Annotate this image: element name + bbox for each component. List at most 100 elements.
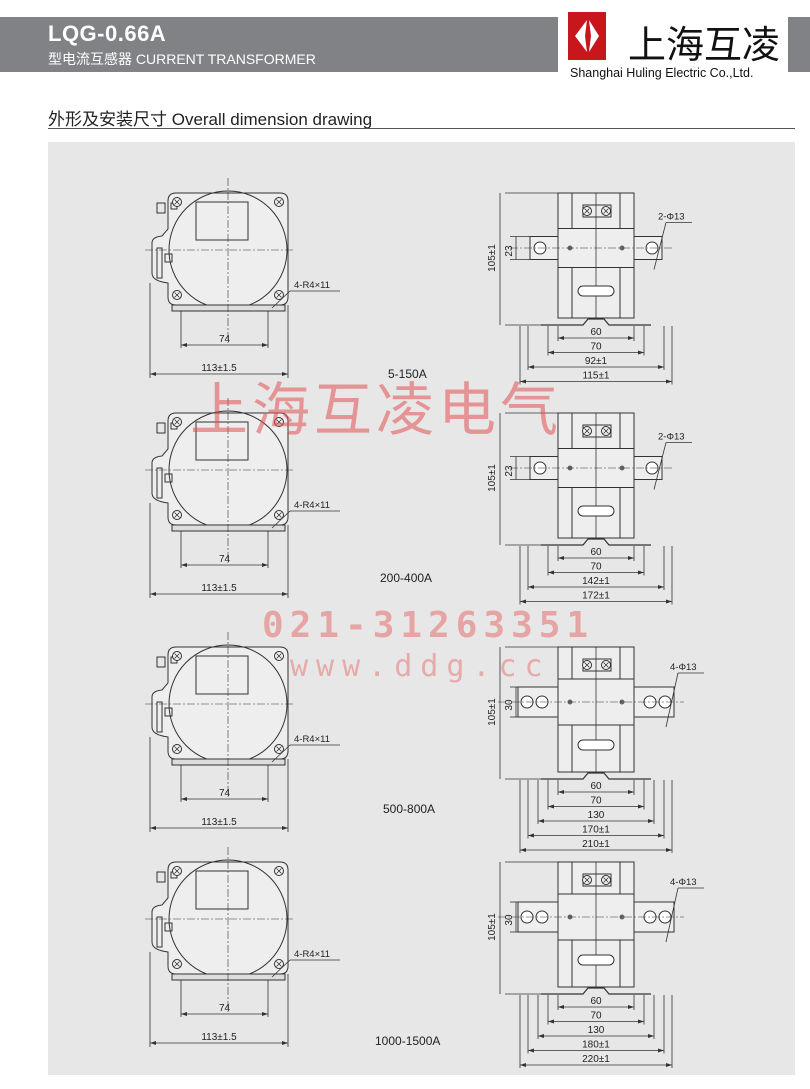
bar-dim-label: 23 bbox=[504, 465, 515, 477]
bar-dim-label: 30 bbox=[504, 699, 515, 711]
side-dim-1-label: 70 bbox=[590, 796, 602, 807]
current-range-label: 1000-1500A bbox=[375, 1034, 440, 1048]
height-dim-label: 105±1 bbox=[487, 244, 498, 272]
hole-callout: 4-Φ13 bbox=[670, 877, 697, 888]
base-bracket bbox=[541, 772, 651, 780]
base-bracket bbox=[541, 538, 651, 546]
screw-cross bbox=[603, 208, 609, 214]
screw-cross bbox=[174, 199, 180, 205]
side-dim-2-label: 130 bbox=[588, 1025, 605, 1036]
side-dim-1-label: 70 bbox=[590, 342, 602, 353]
nameplate-window bbox=[195, 201, 249, 241]
product-subtitle: 型电流互感器 CURRENT TRANSFORMER bbox=[48, 51, 316, 67]
screw-cross bbox=[603, 877, 609, 883]
screw-cross bbox=[603, 428, 609, 434]
screw-cross bbox=[603, 662, 609, 668]
screw-cross bbox=[174, 961, 180, 967]
height-dim-label: 105±1 bbox=[487, 698, 498, 726]
screw-cross bbox=[174, 868, 180, 874]
side-dim-2-label: 92±1 bbox=[585, 356, 608, 367]
nameplate-window bbox=[195, 655, 249, 695]
ct-body-outline bbox=[151, 412, 289, 526]
side-dim-2-label: 130 bbox=[588, 810, 605, 821]
slot-leader bbox=[271, 510, 291, 529]
ct-body-outline bbox=[151, 192, 289, 306]
side-slot bbox=[156, 467, 163, 499]
mount-spacing-dim-label: 74 bbox=[219, 334, 231, 345]
mount-spacing-dim-label: 74 bbox=[219, 554, 231, 565]
terminal-screw bbox=[156, 422, 166, 434]
screw-cross bbox=[276, 292, 282, 298]
oval-slot bbox=[577, 285, 615, 297]
overall-width-dim-label: 113±1.5 bbox=[201, 363, 237, 374]
hole-leader bbox=[653, 442, 667, 490]
side-slot bbox=[156, 701, 163, 733]
screw-cross bbox=[276, 746, 282, 752]
side-dim-3-label: 172±1 bbox=[582, 591, 610, 602]
base-plate bbox=[171, 524, 286, 532]
overall-width-dim-label: 113±1.5 bbox=[201, 583, 237, 594]
screw-cross bbox=[276, 653, 282, 659]
terminal-marker bbox=[164, 473, 173, 483]
front-view: 74 113±1.5 4-R4×11 bbox=[145, 398, 340, 598]
terminal-screw bbox=[156, 202, 166, 214]
product-title: LQG-0.66A bbox=[48, 21, 167, 46]
screw-cross bbox=[584, 662, 590, 668]
side-dim-2-label: 142±1 bbox=[582, 576, 610, 587]
hole-leader bbox=[653, 222, 667, 270]
side-slot bbox=[156, 916, 163, 948]
slot-leader bbox=[271, 290, 291, 309]
screw-cross bbox=[584, 428, 590, 434]
screw-cross bbox=[276, 199, 282, 205]
slot-leader bbox=[271, 744, 291, 763]
side-dim-4-label: 220±1 bbox=[582, 1054, 610, 1065]
slot-callout: 4-R4×11 bbox=[294, 734, 330, 745]
hole-callout: 2-Φ13 bbox=[658, 212, 685, 223]
title-divider bbox=[48, 128, 795, 129]
screw-cross bbox=[174, 512, 180, 518]
base-plate bbox=[171, 304, 286, 312]
company-logo: 上海互凌 Shanghai Huling Electric Co.,Ltd. bbox=[558, 8, 788, 84]
height-dim-label: 105±1 bbox=[487, 464, 498, 492]
mount-spacing-dim-label: 74 bbox=[219, 1003, 231, 1014]
oval-slot bbox=[577, 954, 615, 966]
logo-chinese-name: 上海互凌 bbox=[628, 23, 781, 67]
side-dim-0-label: 60 bbox=[590, 996, 602, 1007]
logo-english-name: Shanghai Huling Electric Co.,Ltd. bbox=[570, 66, 754, 80]
screw-cross bbox=[584, 877, 590, 883]
terminal-marker bbox=[164, 707, 173, 717]
slot-callout: 4-R4×11 bbox=[294, 949, 330, 960]
slot-callout: 4-R4×11 bbox=[294, 500, 330, 511]
ct-body-outline bbox=[151, 646, 289, 760]
screw-cross bbox=[276, 419, 282, 425]
overall-width-dim-label: 113±1.5 bbox=[201, 817, 237, 828]
hole-leader bbox=[665, 672, 679, 728]
side-dim-0-label: 60 bbox=[590, 547, 602, 558]
hole-leader bbox=[665, 887, 679, 943]
terminal-screw bbox=[156, 656, 166, 668]
side-dim-3-label: 115±1 bbox=[583, 371, 610, 382]
logo-diamond-icon bbox=[568, 12, 606, 60]
base-plate bbox=[171, 758, 286, 766]
side-dim-1-label: 70 bbox=[590, 1011, 602, 1022]
side-dim-3-label: 170±1 bbox=[582, 825, 610, 836]
oval-slot bbox=[577, 505, 615, 517]
hole-callout: 2-Φ13 bbox=[658, 432, 685, 443]
screw-cross bbox=[174, 292, 180, 298]
screw-cross bbox=[276, 512, 282, 518]
base-bracket bbox=[541, 987, 651, 995]
section-title: 外形及安装尺寸 Overall dimension drawing bbox=[48, 110, 373, 129]
base-bracket bbox=[541, 318, 651, 326]
current-range-label: 5-150A bbox=[388, 367, 427, 381]
hole-callout: 4-Φ13 bbox=[670, 662, 697, 673]
